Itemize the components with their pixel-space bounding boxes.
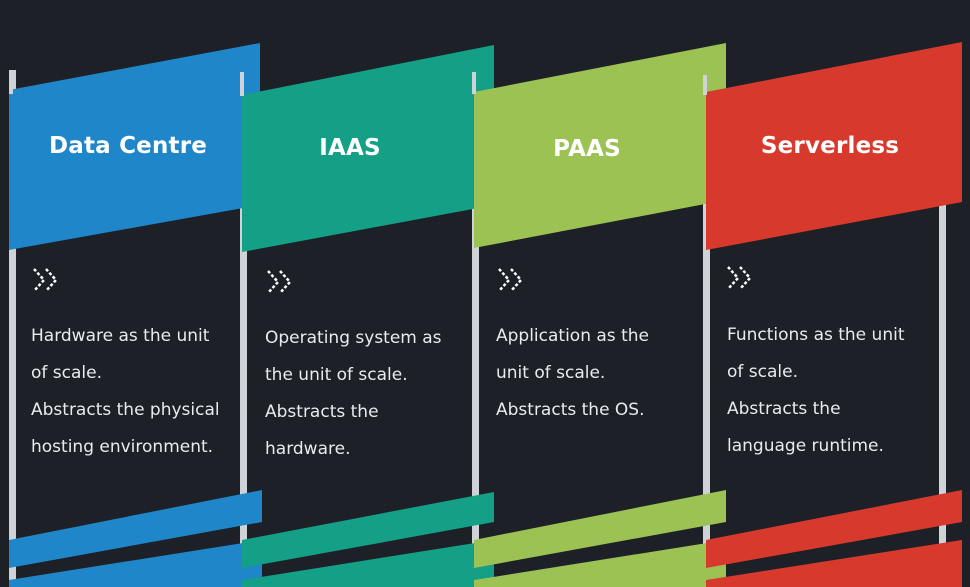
banner-flag-paas xyxy=(474,43,726,248)
bottom-stripe-iaas xyxy=(242,540,494,587)
description-line: of scale. xyxy=(727,362,798,382)
banner-flag-iaas xyxy=(242,45,494,252)
double-chevron-right-icon xyxy=(33,268,58,292)
description-line: Abstracts the xyxy=(727,399,841,419)
description-line: Operating system as xyxy=(265,328,442,348)
pole xyxy=(472,72,479,587)
description-line: Abstracts the physical xyxy=(31,400,220,420)
pole xyxy=(472,72,476,94)
pole xyxy=(703,75,707,95)
pole xyxy=(9,70,13,94)
description-line: Abstracts the OS. xyxy=(496,400,645,420)
column-description-paas: Application as the unit of scale. Abstra… xyxy=(496,318,696,429)
description-line: Functions as the unit xyxy=(727,325,905,345)
description-line: unit of scale. xyxy=(496,363,606,383)
description-line: Hardware as the unit xyxy=(31,326,210,346)
banner-flag-data-centre xyxy=(9,43,260,250)
column-title-data-centre: Data Centre xyxy=(48,133,208,159)
pole xyxy=(703,75,710,587)
bottom-stripe-serverless xyxy=(706,490,962,568)
column-title-serverless: Serverless xyxy=(760,133,900,159)
description-line: the unit of scale. xyxy=(265,365,408,385)
description-line: Abstracts the xyxy=(265,402,379,422)
description-line: hosting environment. xyxy=(31,437,214,457)
description-line: hardware. xyxy=(265,439,351,459)
banner-flag-serverless xyxy=(706,42,962,250)
column-description-serverless: Functions as the unit of scale. Abstract… xyxy=(727,317,927,465)
bottom-stripe-data-centre xyxy=(9,540,262,587)
pole xyxy=(240,72,247,587)
description-line: of scale. xyxy=(31,363,102,383)
pole xyxy=(240,72,244,96)
bottom-stripe-iaas xyxy=(242,492,494,568)
column-title-iaas: IAAS xyxy=(319,135,381,161)
double-chevron-right-icon xyxy=(727,266,752,290)
double-chevron-right-icon xyxy=(498,268,523,292)
bottom-stripe-paas xyxy=(474,490,726,568)
bottom-stripe-data-centre xyxy=(9,490,262,568)
pole xyxy=(9,70,16,587)
description-line: Application as the xyxy=(496,326,649,346)
bottom-stripe-paas xyxy=(474,540,726,587)
double-chevron-right-icon xyxy=(267,270,292,294)
pole xyxy=(939,200,946,587)
column-title-paas: PAAS xyxy=(553,136,621,162)
column-description-iaas: Operating system as the unit of scale. A… xyxy=(265,320,465,468)
column-description-data-centre: Hardware as the unit of scale. Abstracts… xyxy=(31,318,231,466)
bottom-stripe-serverless xyxy=(706,540,962,587)
description-line: language runtime. xyxy=(727,436,884,456)
